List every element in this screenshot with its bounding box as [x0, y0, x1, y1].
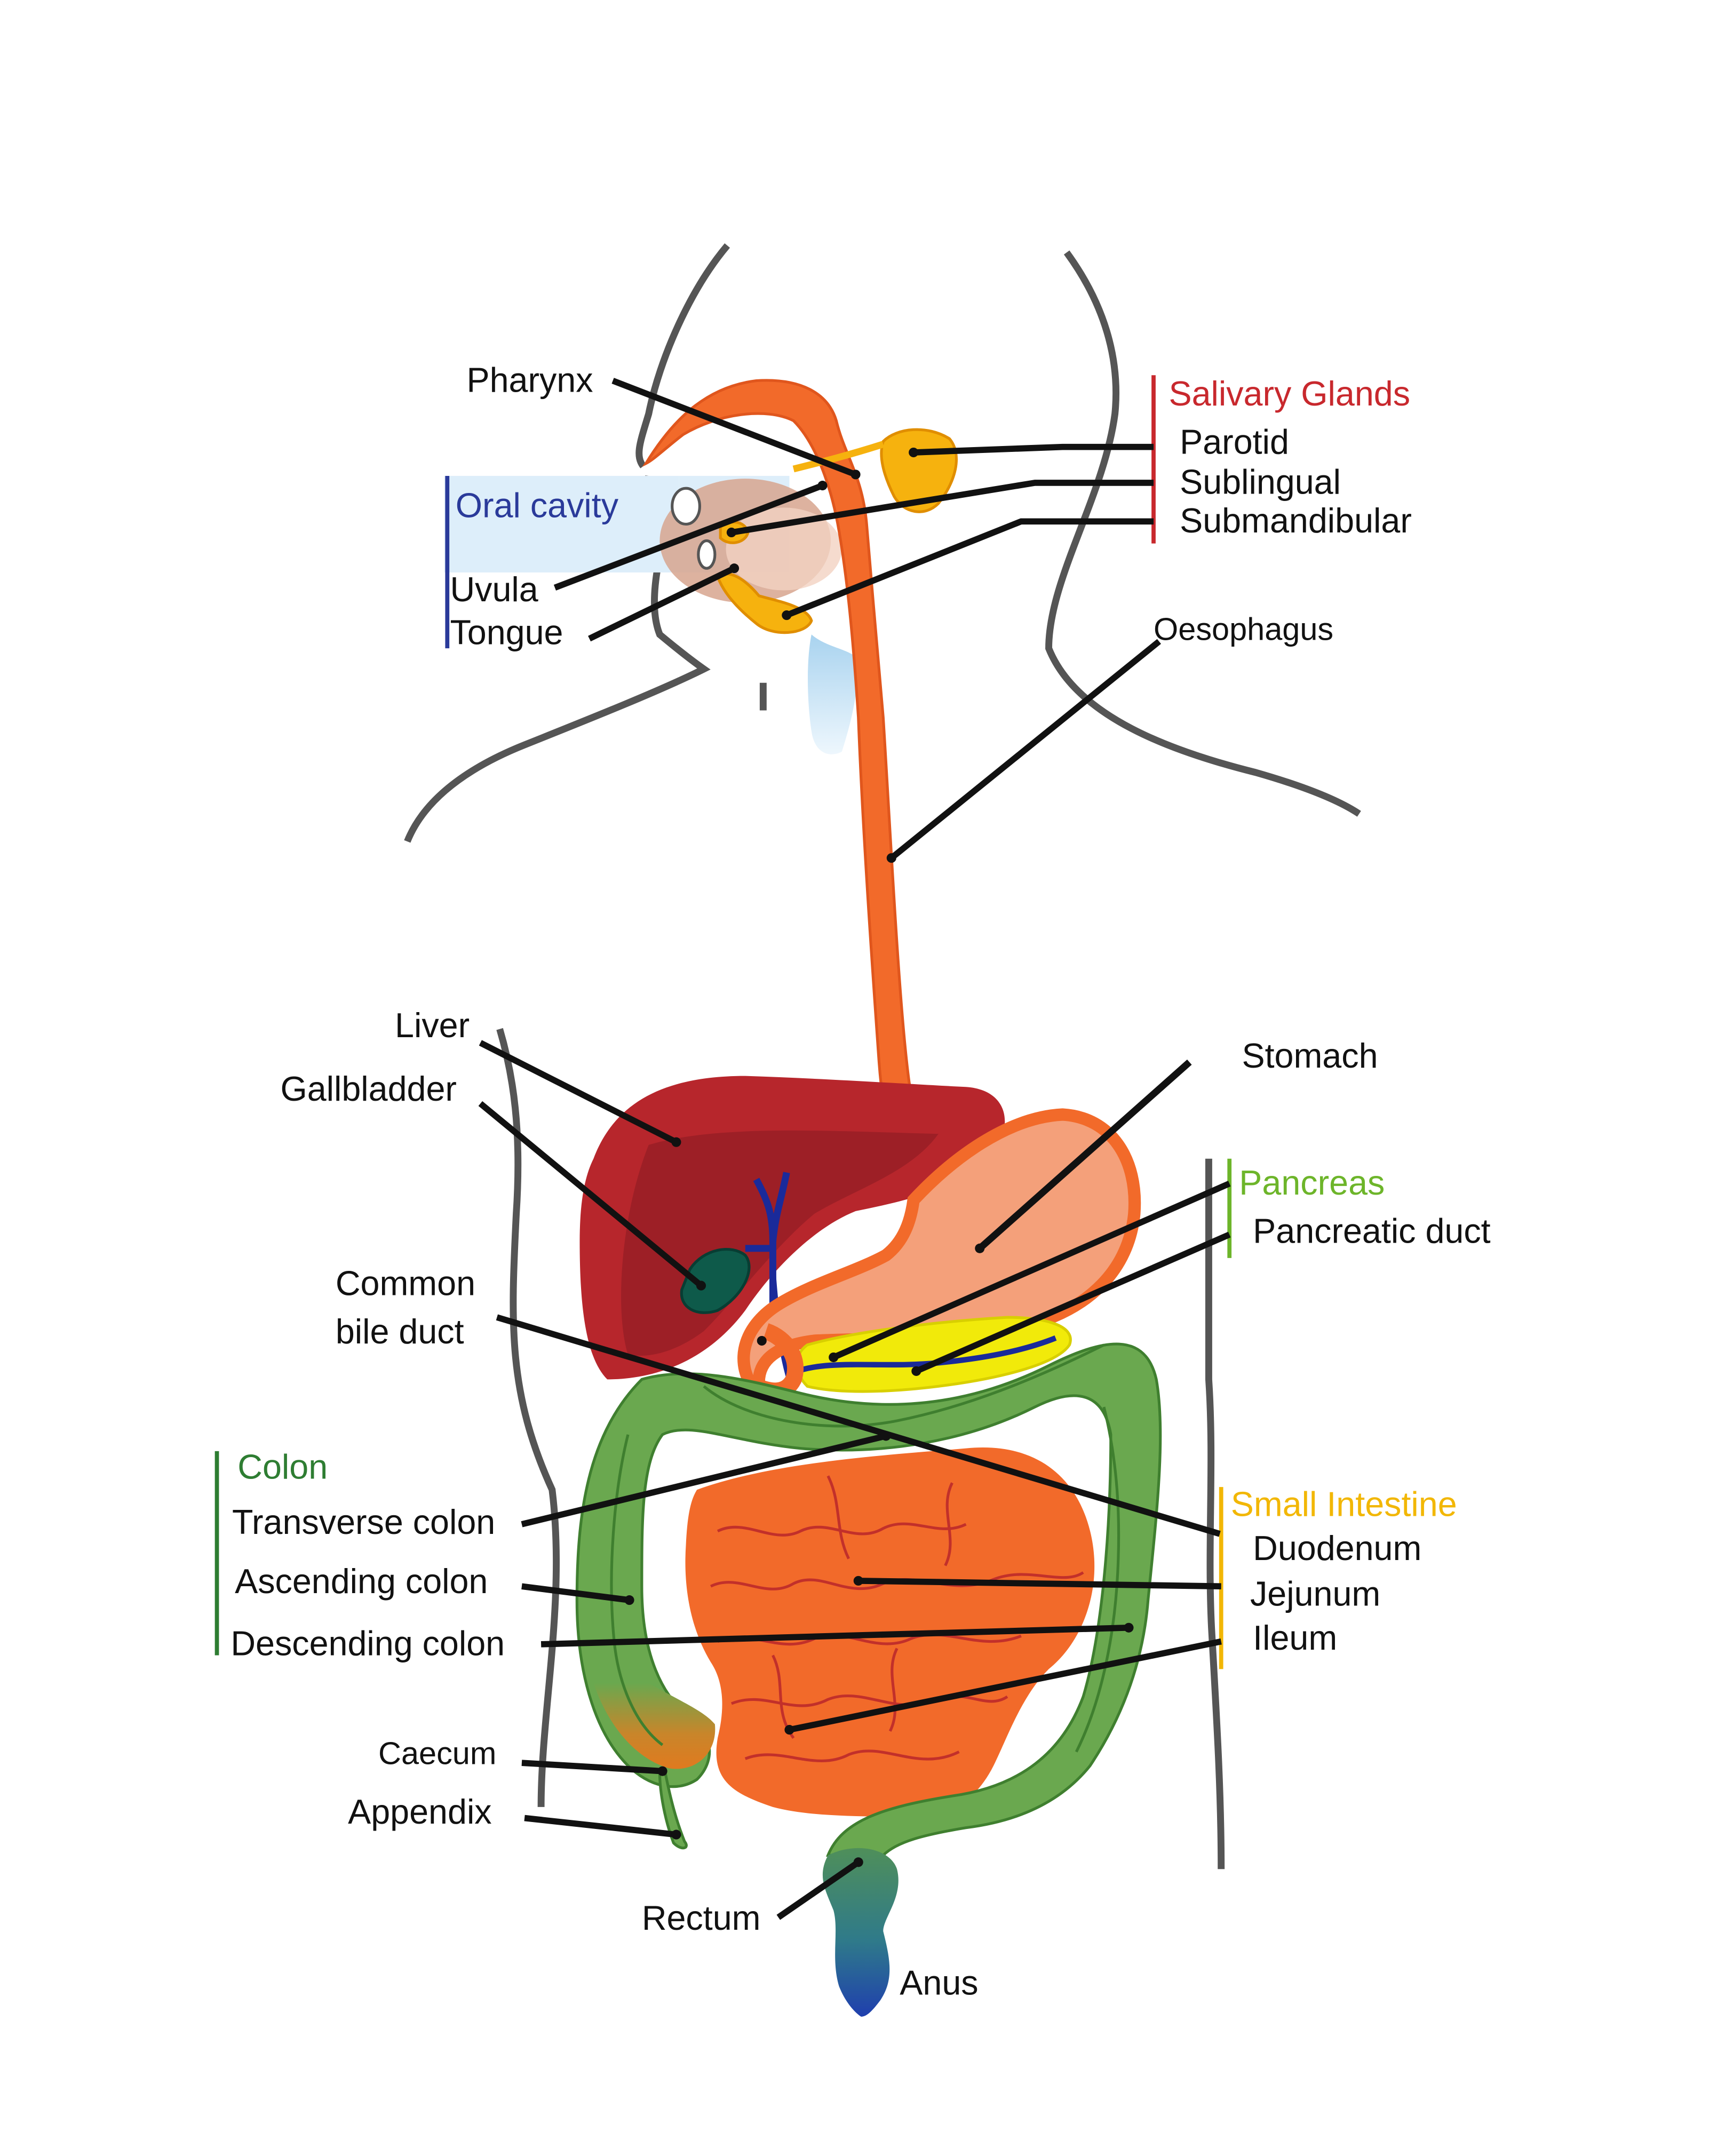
leader-lines [478, 378, 1231, 1920]
sublingual-label: Sublingual [1180, 463, 1341, 502]
pancreas-title: Pancreas [1239, 1163, 1385, 1202]
transverse-colon-label: Transverse colon [232, 1502, 495, 1541]
appendix-shape [658, 1771, 688, 1850]
anus-label: Anus [900, 1963, 978, 2002]
caecum-shape [593, 1683, 716, 1769]
tooth-upper [671, 487, 702, 526]
appendix-label: Appendix [348, 1792, 491, 1831]
ileum-label: Ileum [1253, 1618, 1337, 1657]
parotid-label: Parotid [1180, 423, 1289, 462]
caecum-label: Caecum [378, 1736, 496, 1771]
ascending-colon-label: Ascending colon [235, 1562, 488, 1601]
trachea-shape [808, 634, 858, 754]
rectum-anus-shape [822, 1848, 899, 2017]
colon-shape [575, 1342, 1162, 1857]
salivary-glands-title: Salivary Glands [1168, 374, 1410, 413]
gallbladder-label: Gallbladder [280, 1069, 457, 1108]
rectum-label: Rectum [642, 1898, 761, 1937]
bile-ducts [745, 1172, 790, 1324]
pharynx-label: Pharynx [466, 360, 593, 399]
stomach-label: Stomach [1242, 1036, 1378, 1075]
oesophagus-label: Oesophagus [1154, 611, 1333, 647]
descending-colon-label: Descending colon [230, 1624, 505, 1662]
common-bile-duct-label-line2: bile duct [336, 1312, 464, 1351]
jejunum-label: Jejunum [1250, 1574, 1380, 1613]
colon-title: Colon [237, 1447, 328, 1486]
gallbladder-shape [680, 1248, 751, 1314]
head-organs [659, 479, 858, 754]
uvula-label: Uvula [450, 570, 538, 609]
liver-label: Liver [395, 1006, 470, 1045]
tongue-label: Tongue [450, 612, 563, 651]
oral-cavity-title: Oral cavity [456, 486, 619, 525]
submandibular-label: Submandibular [1180, 501, 1412, 540]
duodenum-label: Duodenum [1253, 1529, 1421, 1568]
colon-haustra [610, 1343, 1120, 1753]
leader-dots [624, 447, 1134, 1867]
tooth-lower [697, 539, 717, 570]
common-bile-duct-label-line1: Common [336, 1264, 475, 1303]
pancreatic-duct-label: Pancreatic duct [1253, 1211, 1490, 1250]
intestine-folds [710, 1475, 1084, 1762]
small-intestine-title: Small Intestine [1231, 1484, 1457, 1523]
